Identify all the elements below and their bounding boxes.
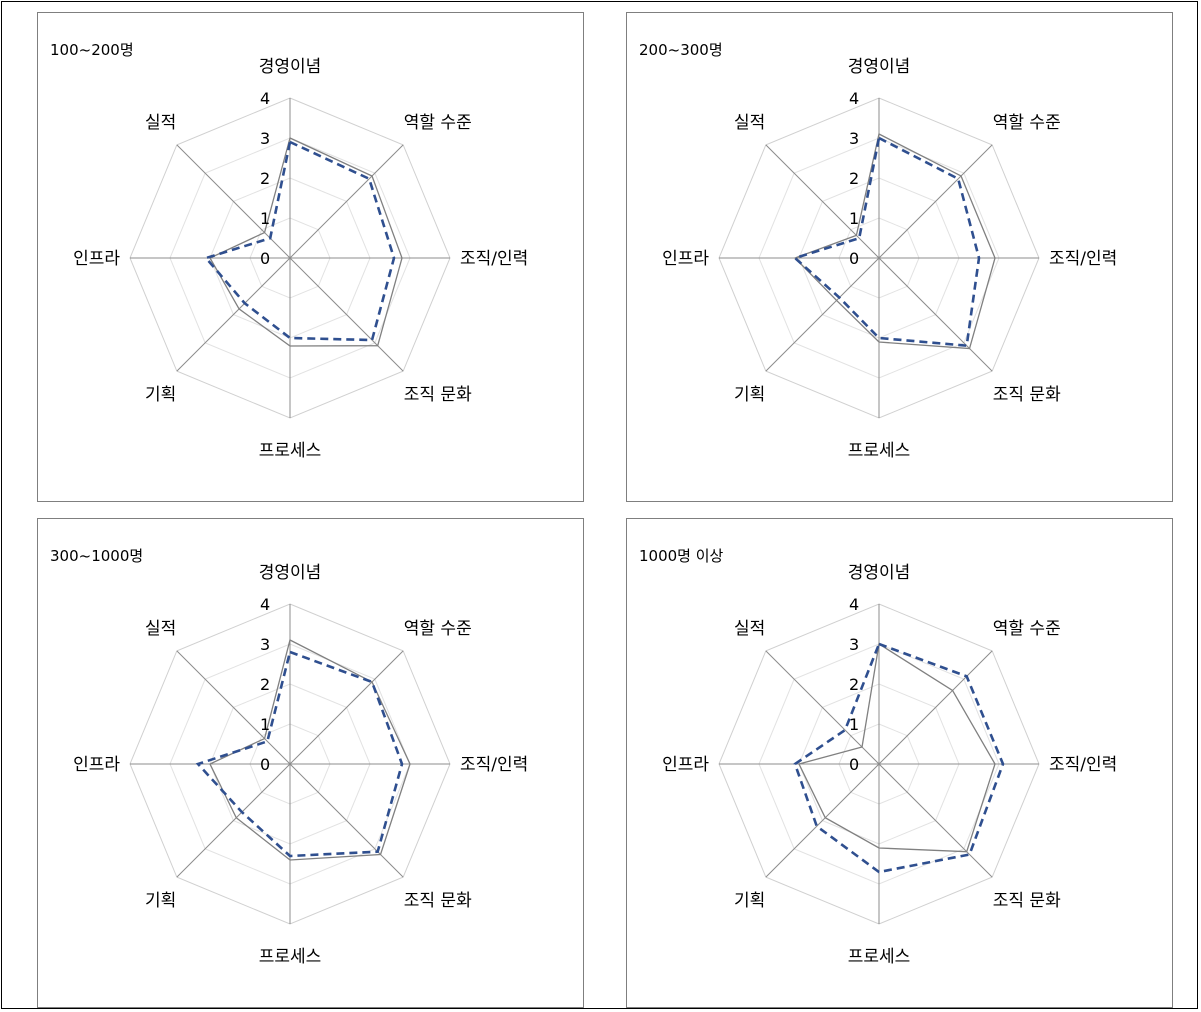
axis-label: 조직/인력 xyxy=(460,755,528,775)
tick-label: 3 xyxy=(260,635,270,654)
tick-label: 4 xyxy=(849,89,859,108)
series-dashed-line xyxy=(792,136,981,348)
axis-spoke xyxy=(878,144,993,259)
axis-label: 실적 xyxy=(734,619,765,639)
tick-label: 1 xyxy=(849,209,859,228)
axis-label: 기획 xyxy=(145,385,176,405)
axis-label: 역할 수준 xyxy=(404,113,472,133)
tick-label: 3 xyxy=(260,129,270,148)
series-solid-line xyxy=(793,133,996,350)
axis-label: 경영이념 xyxy=(848,563,911,583)
axis-label: 경영이념 xyxy=(848,57,911,77)
tick-label: 0 xyxy=(260,249,270,268)
axis-spoke xyxy=(289,763,404,878)
axis-spoke xyxy=(176,763,291,878)
axis-label: 프로세스 xyxy=(259,947,322,967)
axis-label: 조직/인력 xyxy=(460,249,528,269)
series-solid-line xyxy=(209,137,403,347)
tick-label: 2 xyxy=(260,675,270,694)
axis-label: 조직 문화 xyxy=(404,891,472,911)
axis-label: 조직 문화 xyxy=(993,891,1061,911)
axis-label: 경영이념 xyxy=(259,57,322,77)
axis-spoke xyxy=(765,650,880,765)
tick-label: 0 xyxy=(260,755,270,774)
series-dashed-line xyxy=(203,140,396,342)
tick-label: 1 xyxy=(849,715,859,734)
axis-spoke xyxy=(176,257,291,372)
axis-label: 역할 수준 xyxy=(404,619,472,639)
axis-label: 인프라 xyxy=(662,755,709,775)
axis-spoke xyxy=(289,650,404,765)
axis-label: 기획 xyxy=(734,385,765,405)
axis-label: 프로세스 xyxy=(259,441,322,461)
axis-spoke xyxy=(176,650,291,765)
tick-label: 4 xyxy=(260,89,270,108)
panel-title: 1000명 이상 xyxy=(639,547,724,565)
axis-label: 조직 문화 xyxy=(993,385,1061,405)
panel-title: 200~300명 xyxy=(639,41,723,59)
axis-label: 인프라 xyxy=(662,249,709,269)
series-dashed-line xyxy=(793,642,1005,874)
axis-label: 실적 xyxy=(145,113,176,133)
tick-label: 2 xyxy=(849,675,859,694)
axis-spoke xyxy=(289,144,404,259)
axis-label: 인프라 xyxy=(73,755,120,775)
axis-spoke xyxy=(765,257,880,372)
tick-label: 0 xyxy=(849,249,859,268)
tick-label: 3 xyxy=(849,635,859,654)
tick-label: 2 xyxy=(260,169,270,188)
panel-title: 100~200명 xyxy=(50,41,134,59)
series-solid-line xyxy=(798,642,996,853)
axis-label: 실적 xyxy=(734,113,765,133)
axis-label: 인프라 xyxy=(73,249,120,269)
series-dashed-line xyxy=(195,650,404,858)
axis-label: 기획 xyxy=(734,891,765,911)
axis-label: 프로세스 xyxy=(848,441,911,461)
axis-spoke xyxy=(878,763,993,878)
axis-label: 조직/인력 xyxy=(1049,755,1117,775)
tick-label: 1 xyxy=(260,209,270,228)
tick-label: 0 xyxy=(849,755,859,774)
axis-label: 역할 수준 xyxy=(993,619,1061,639)
axis-spoke xyxy=(289,257,404,372)
tick-label: 4 xyxy=(849,595,859,614)
axis-spoke xyxy=(765,763,880,878)
tick-label: 2 xyxy=(849,169,859,188)
axis-label: 실적 xyxy=(145,619,176,639)
axis-label: 역할 수준 xyxy=(993,113,1061,133)
axis-spoke xyxy=(765,144,880,259)
axis-spoke xyxy=(878,650,993,765)
axis-label: 경영이념 xyxy=(259,563,322,583)
axis-label: 조직 문화 xyxy=(404,385,472,405)
tick-label: 4 xyxy=(260,595,270,614)
tick-label: 3 xyxy=(849,129,859,148)
axis-label: 프로세스 xyxy=(848,947,911,967)
panel-title: 300~1000명 xyxy=(50,547,144,565)
axis-label: 조직/인력 xyxy=(1049,249,1117,269)
axis-label: 기획 xyxy=(145,891,176,911)
tick-label: 1 xyxy=(260,715,270,734)
axis-spoke xyxy=(878,257,993,372)
